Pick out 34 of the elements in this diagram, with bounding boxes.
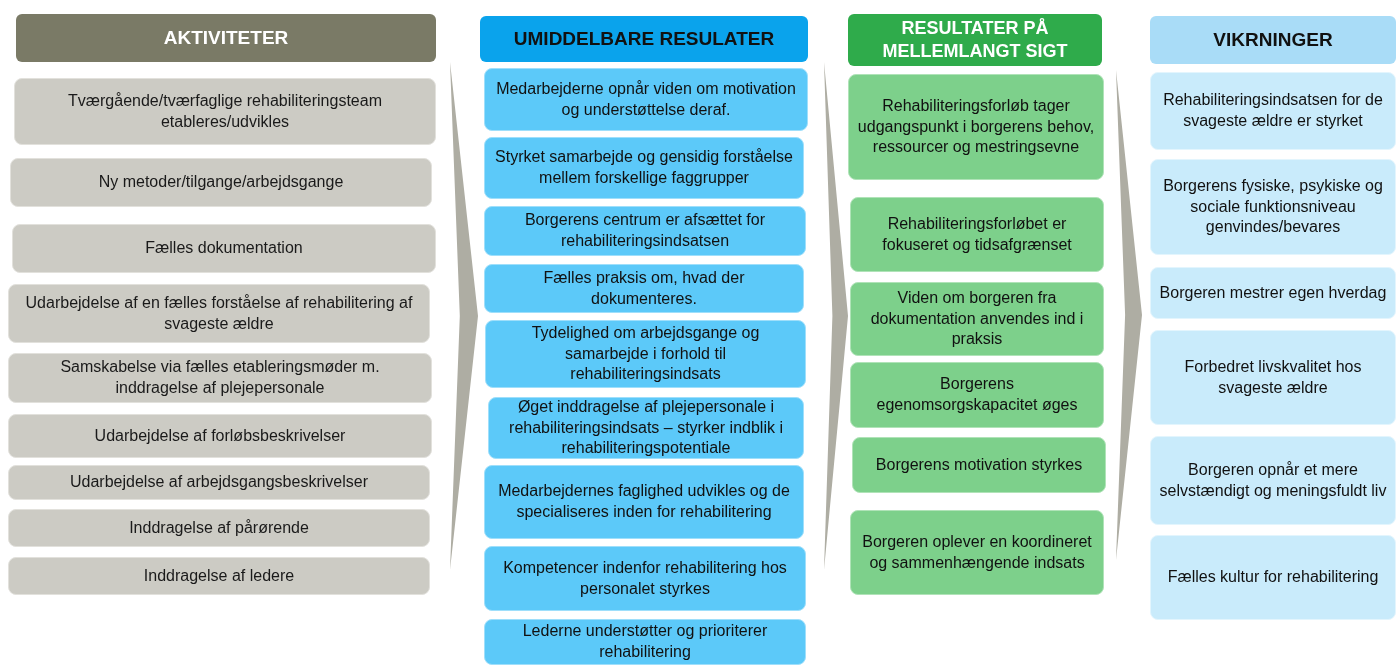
activity-box: Udarbejdelse af en fælles forståelse af rehabilitering af svageste ældre	[8, 284, 430, 343]
activity-box: Inddragelse af pårørende	[8, 509, 430, 547]
impact-box: Borgerens fysiske, psykiske og sociale funktionsniveau genvindes/bevares	[1150, 159, 1396, 255]
result-box: Rehabiliteringsforløbet er fokuseret og tidsafgrænset	[850, 197, 1104, 272]
result-box: Medarbejderne opnår viden om motivation og understøttelse deraf.	[484, 68, 808, 131]
impact-box: Forbedret livskvalitet hos svageste ældre	[1150, 330, 1396, 425]
result-box: Borgerens centrum er afsættet for rehabiliteringsindsatsen	[484, 206, 806, 256]
result-box: Lederne understøtter og prioriterer rehabilitering	[484, 619, 806, 665]
column-header: VIKRNINGER	[1150, 16, 1396, 64]
column-header: RESULTATER PÅ MELLEMLANGT SIGT	[848, 14, 1102, 66]
activity-box: Fælles dokumentation	[12, 224, 436, 273]
activity-box: Udarbejdelse af forløbsbeskrivelser	[8, 414, 432, 458]
result-box: Øget inddragelse af plejepersonale i rehabiliteringsindsats – styrker indblik i rehabiliteringspotentiale	[488, 397, 804, 459]
result-box: Rehabiliteringsforløb tager udgangspunkt i borgerens behov, ressourcer og mestringsevne	[848, 74, 1104, 180]
result-box: Styrket samarbejde og gensidig forståelse mellem forskellige faggrupper	[484, 137, 804, 199]
result-box: Borgerens egenomsorgskapacitet øges	[850, 362, 1104, 428]
impact-box: Fælles kultur for rehabilitering	[1150, 535, 1396, 620]
activity-box: Tværgående/tværfaglige rehabiliteringsteam etableres/udvikles	[14, 78, 436, 145]
impact-box: Borgeren opnår et mere selvstændigt og meningsfuldt liv	[1150, 436, 1396, 525]
result-box: Medarbejdernes faglighed udvikles og de specialiseres inden for rehabilitering	[484, 465, 804, 539]
result-box: Fælles praksis om, hvad der dokumenteres.	[484, 264, 804, 313]
result-box: Borgerens motivation styrkes	[852, 437, 1106, 493]
result-box: Tydelighed om arbejdsgange og samarbejde i forhold til rehabiliteringsindsats	[485, 320, 806, 388]
result-box: Kompetencer indenfor rehabilitering hos personalet styrkes	[484, 546, 806, 611]
column-header: AKTIVITETER	[16, 14, 436, 62]
activity-box: Ny metoder/tilgange/arbejdsgange	[10, 158, 432, 207]
activity-box: Inddragelse af ledere	[8, 557, 430, 595]
result-box: Borgeren oplever en koordineret og sammenhængende indsats	[850, 510, 1104, 595]
column-header: UMIDDELBARE RESULATER	[480, 16, 808, 62]
result-box: Viden om borgeren fra dokumentation anvendes ind i praksis	[850, 282, 1104, 356]
activity-box: Samskabelse via fælles etableringsmøder m. inddragelse af plejepersonale	[8, 353, 432, 403]
activity-box: Udarbejdelse af arbejdsgangsbeskrivelser	[8, 465, 430, 500]
impact-box: Rehabiliteringsindsatsen for de svageste ældre er styrket	[1150, 72, 1396, 150]
impact-box: Borgeren mestrer egen hverdag	[1150, 267, 1396, 319]
